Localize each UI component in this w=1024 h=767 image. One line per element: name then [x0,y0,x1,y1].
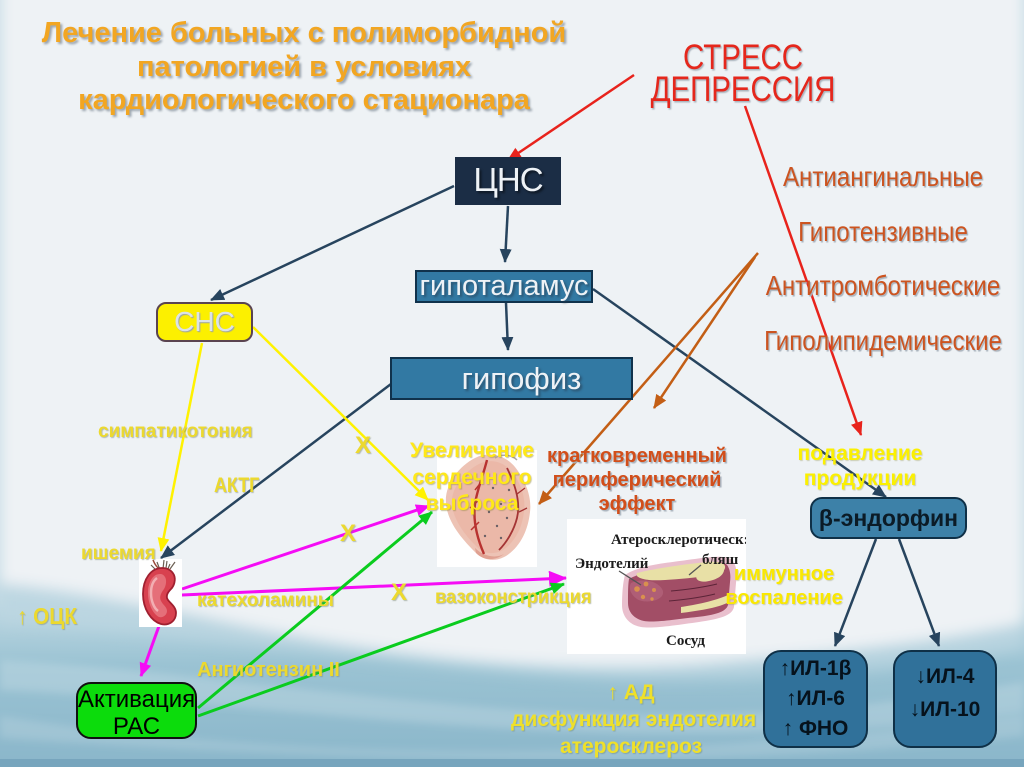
svg-text:Эндотелий: Эндотелий [575,556,649,572]
svg-text:бляш: бляш [702,552,739,568]
svg-text:Сосуд: Сосуд [666,633,705,649]
svg-text:Атеросклеротическ:: Атеросклеротическ: [611,532,746,548]
